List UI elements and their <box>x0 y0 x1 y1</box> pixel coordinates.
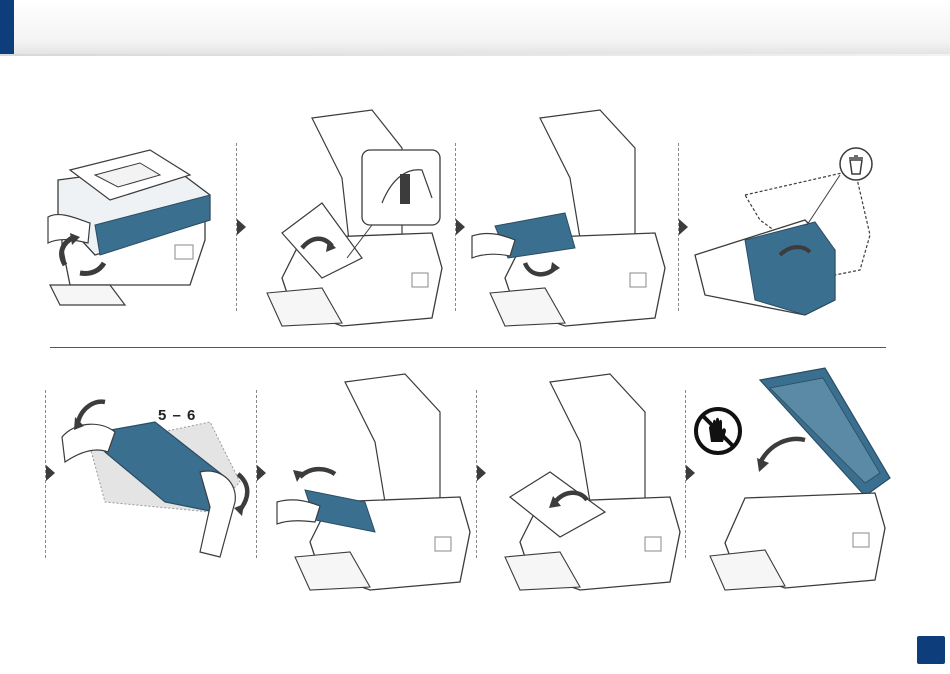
header-accent-tab <box>0 0 14 54</box>
step-insert-cartridge-illustration <box>275 372 475 594</box>
step-arrow <box>257 465 266 481</box>
recycle-icon <box>838 146 874 182</box>
header-bar <box>0 0 950 54</box>
step-arrow <box>46 465 55 481</box>
step-remove-cartridge-illustration <box>470 108 670 328</box>
step-arrow <box>477 465 486 481</box>
step-arrow <box>237 219 246 235</box>
shake-count-label: 5 – 6 <box>158 407 196 424</box>
step-open-inner-cover-illustration <box>262 108 452 328</box>
header-divider <box>0 54 950 56</box>
step-arrow <box>686 465 695 481</box>
row-divider <box>50 347 886 348</box>
step-arrow <box>456 219 465 235</box>
step-close-scanner-illustration <box>705 368 895 594</box>
step-close-inner-cover-illustration <box>495 372 685 594</box>
step-open-scanner-illustration <box>40 125 220 315</box>
page-number-badge <box>917 636 945 664</box>
